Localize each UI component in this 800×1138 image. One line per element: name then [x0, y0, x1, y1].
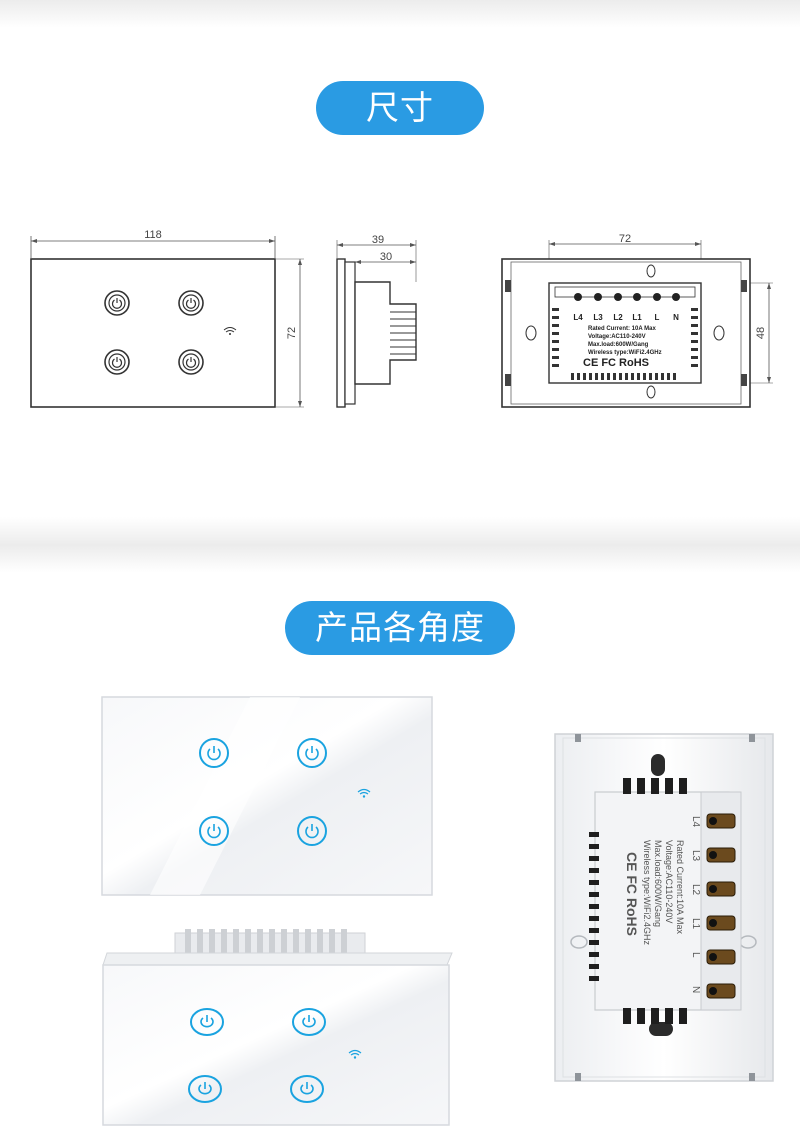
front-wifi-icon	[223, 327, 237, 335]
dimensions-title: 尺寸	[316, 81, 484, 135]
back-photo-label-line: Wireless type:WiFi2.4GHz	[642, 840, 652, 946]
front-power-button-3	[104, 349, 130, 375]
back-terminal-label: N	[673, 313, 679, 322]
dimension-drawings: 118 72	[30, 229, 773, 408]
back-panel-photo: L4 L3 L2 L1 L N Rated Current:10A Max Vo…	[554, 733, 774, 1082]
dimensions-section: 尺寸 118 72	[0, 0, 800, 545]
back-terminal-label: L1	[632, 313, 642, 322]
photo-wifi-icon	[357, 788, 371, 798]
back-photo-labels: L4 L3 L2 L1 L N Rated Current:10A Max Vo…	[624, 816, 701, 993]
side-view-drawing: 39 30	[336, 234, 417, 408]
back-photo-cert-marks: CE FC RoHS	[624, 852, 640, 936]
back-photo-terminal: N	[690, 986, 701, 993]
back-terminal-label: L3	[593, 313, 603, 322]
photo-power-button-2	[297, 738, 327, 768]
photo-power-button-4	[290, 1075, 324, 1103]
front-power-button-1	[104, 290, 130, 316]
back-photo-terminal: L2	[690, 884, 701, 896]
back-cert-marks: CE FC RoHS	[583, 357, 649, 369]
front-panel-photo	[101, 696, 433, 896]
back-module-width-label: 72	[619, 233, 631, 245]
back-terminal-label: L4	[573, 313, 583, 322]
back-label-line: Rated Current: 10A Max	[588, 326, 656, 332]
back-label-line: Max.load:600W/Gang	[588, 342, 649, 348]
back-photo-terminal: L3	[690, 850, 701, 862]
side-depth-label: 39	[372, 234, 384, 246]
front-height-label: 72	[286, 327, 298, 339]
angles-title: 产品各角度	[285, 601, 515, 655]
back-terminal-label: L2	[613, 313, 623, 322]
photo-wifi-icon	[348, 1049, 362, 1059]
back-photo-label-line: Voltage:AC110-240V	[664, 840, 674, 923]
front-view-drawing: 118 72	[30, 229, 304, 408]
back-label-line: Wireless type:WiFi2.4GHz	[588, 350, 662, 356]
back-label-line: Voltage:AC110-240V	[588, 334, 646, 340]
front-width-label: 118	[144, 229, 162, 241]
back-photo-label-line: Max.load:600W/Gang	[653, 840, 663, 927]
photo-power-button-1	[190, 1008, 224, 1036]
photo-power-button-4	[297, 816, 327, 846]
photo-power-button-2	[292, 1008, 326, 1036]
side-body-depth-label: 30	[380, 251, 392, 263]
photo-power-button-3	[199, 816, 229, 846]
section-top-shade	[0, 0, 800, 28]
photo-power-button-3	[188, 1075, 222, 1103]
section-bottom-shade	[0, 517, 800, 545]
angles-section: 产品各角度	[0, 545, 800, 1138]
back-photo-terminal: L1	[690, 918, 701, 930]
back-module-height-label: 48	[755, 327, 767, 339]
back-photo-terminal: L	[690, 952, 701, 958]
front-power-button-4	[178, 349, 204, 375]
back-photo-terminal: L4	[690, 816, 701, 828]
section-top-shade	[0, 545, 800, 573]
photo-power-button-1	[199, 738, 229, 768]
back-terminal-label: L	[655, 313, 660, 322]
back-photo-label-line: Rated Current:10A Max	[675, 840, 685, 935]
front-power-button-2	[178, 290, 204, 316]
back-view-drawing: 72 48 L4 L3 L2 L1	[501, 233, 773, 408]
perspective-panel-photo	[102, 929, 453, 1126]
